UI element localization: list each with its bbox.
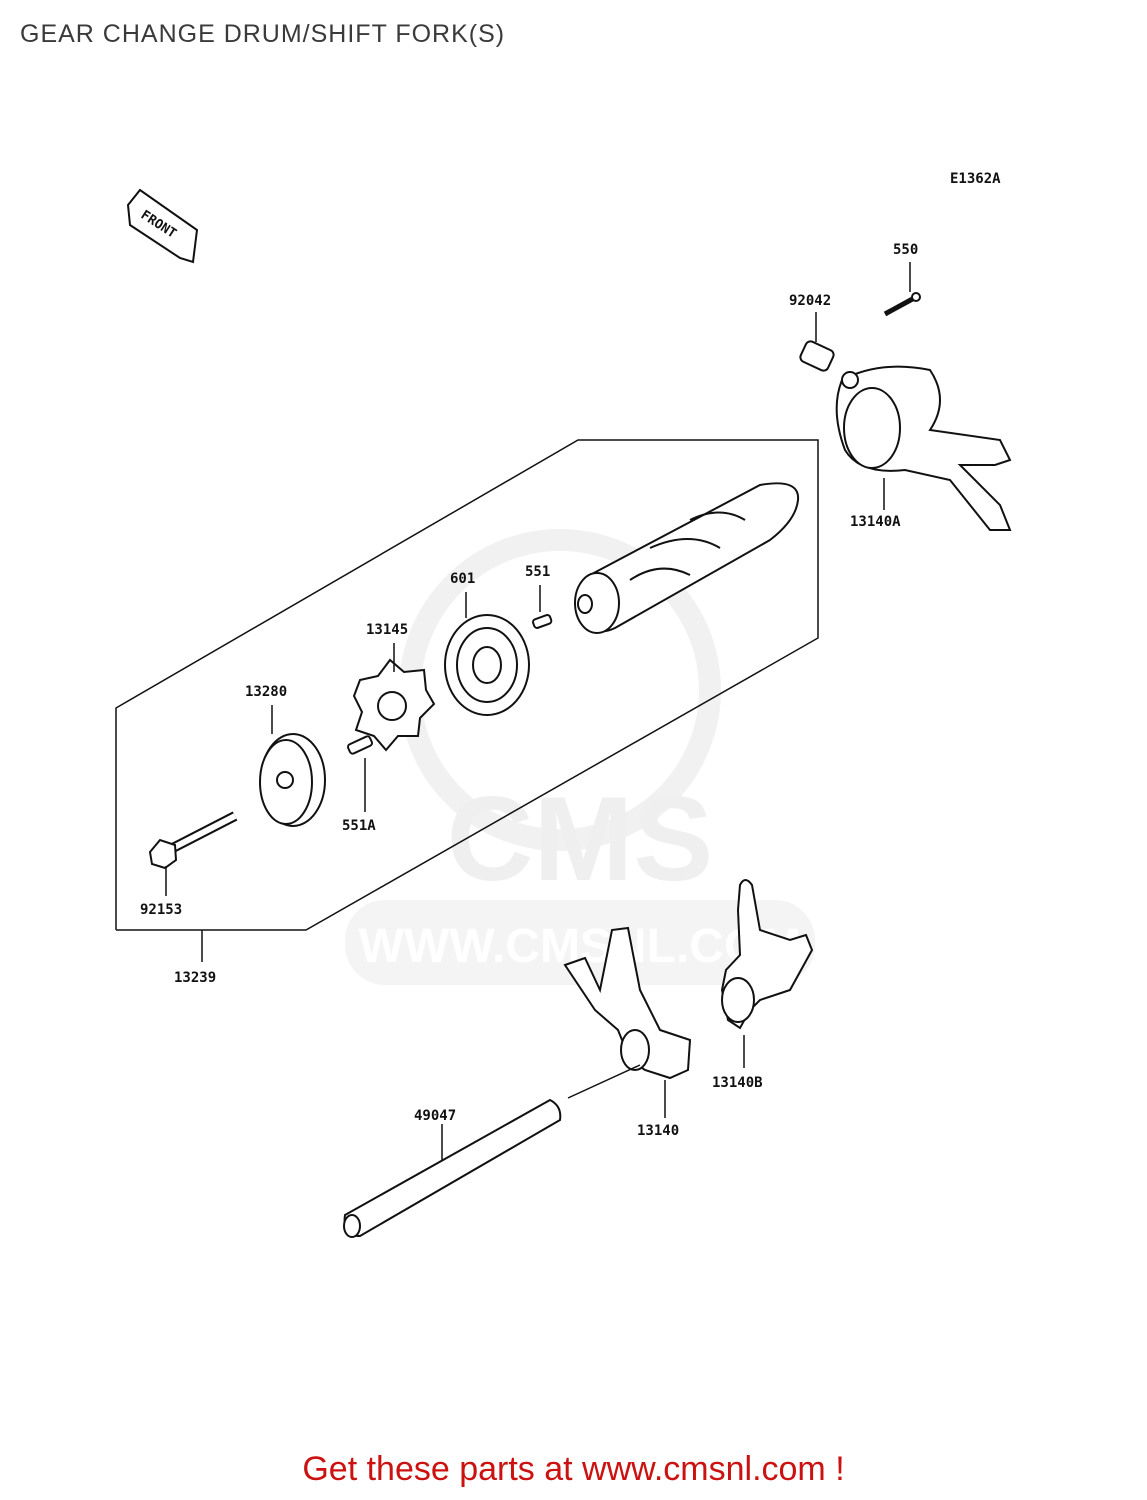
- assembly-outline: [115, 439, 819, 931]
- cam-plate-13280: [259, 733, 326, 827]
- shift-fork-13140b: [720, 879, 814, 1030]
- page-title: GEAR CHANGE DRUM/SHIFT FORK(S): [20, 20, 506, 48]
- label-551: 551: [525, 564, 550, 580]
- bearing-601: [444, 614, 530, 716]
- bolt-92153: [148, 811, 238, 870]
- star-plate-13145: [352, 658, 436, 752]
- pin-551a: [346, 735, 374, 755]
- label-601: 601: [450, 571, 475, 587]
- watermark-brand: CMS: [447, 772, 714, 906]
- part-labels: 550 92042 13140A 601 551 13145 13280 551…: [140, 242, 918, 1139]
- shift-fork-13140: [563, 926, 692, 1080]
- label-92042: 92042: [789, 293, 831, 309]
- diagram-code: E1362A: [950, 171, 1001, 187]
- label-551a: 551A: [342, 818, 376, 834]
- shift-fork-13140a: [835, 365, 1012, 531]
- label-92153: 92153: [140, 902, 182, 918]
- label-13280: 13280: [245, 684, 287, 700]
- label-13140: 13140: [637, 1123, 679, 1139]
- label-13140a: 13140A: [850, 514, 901, 530]
- shaft-49047: [343, 1098, 562, 1238]
- label-13239: 13239: [174, 970, 216, 986]
- label-550: 550: [893, 242, 918, 258]
- footer-cta-link[interactable]: Get these parts at www.cmsnl.com !: [302, 1450, 845, 1488]
- roller-92042: [799, 340, 835, 372]
- pin-550: [883, 292, 921, 317]
- label-13140b: 13140B: [712, 1075, 763, 1091]
- gear-change-drum: [574, 482, 800, 634]
- label-13145: 13145: [366, 622, 408, 638]
- pin-551: [532, 614, 553, 629]
- exploded-parts-diagram: CMS WWW.CMSNL.COM E1362A FRONT: [115, 171, 1012, 1238]
- front-arrow-icon: FRONT: [126, 188, 199, 264]
- label-49047: 49047: [414, 1108, 456, 1124]
